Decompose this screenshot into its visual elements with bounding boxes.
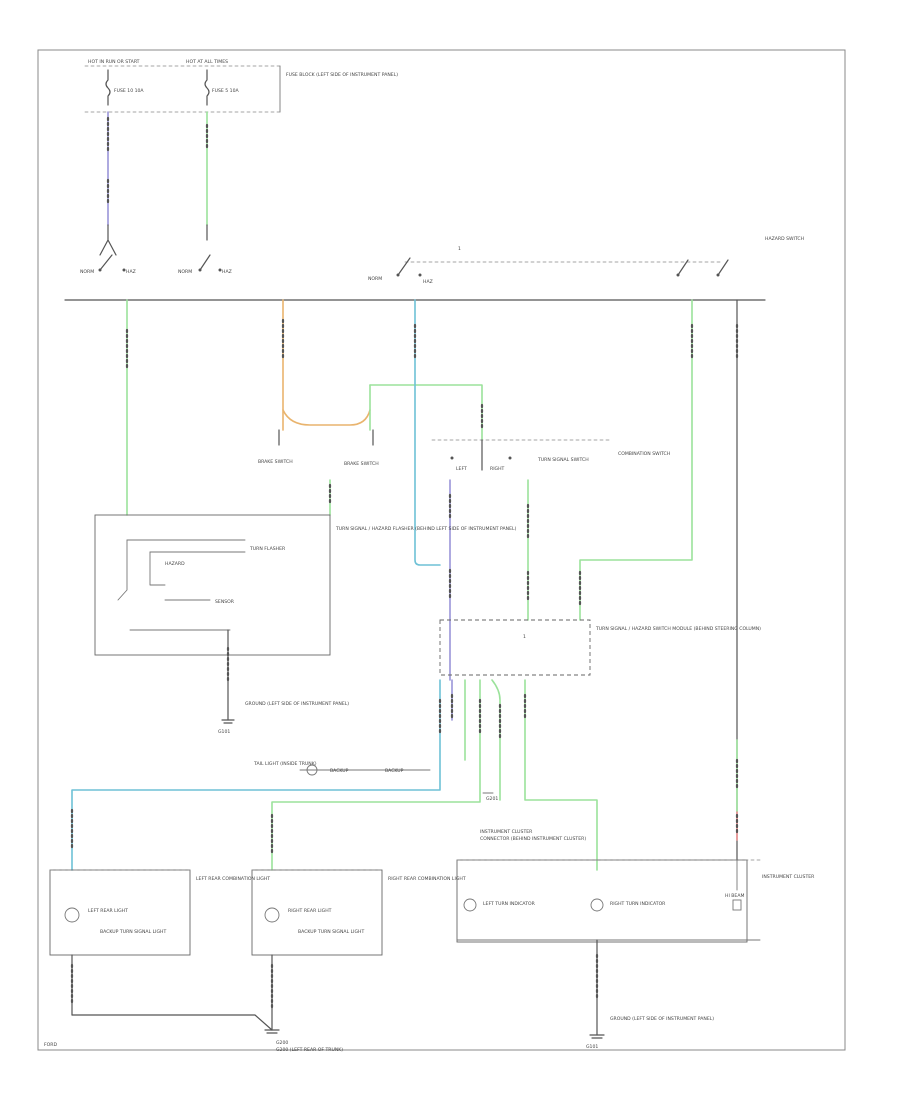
fuse-b-label: FUSE 5 10A <box>212 88 240 94</box>
left-turn-indicator-icon <box>463 898 477 912</box>
norm-1-label: NORM <box>80 269 94 275</box>
hazard-switch-label: HAZARD SWITCH <box>765 236 804 242</box>
bus-wires: BRAKE SWITCH BRAKE SWITCH <box>125 299 739 861</box>
flasher-box: TURN SIGNAL / HAZARD FLASHER (BEHIND LEF… <box>94 514 517 735</box>
left-rear-light: LEFT REAR COMBINATION LIGHT LEFT REAR LI… <box>49 869 273 1031</box>
flasher-inner-2: HAZARD <box>165 561 185 567</box>
switch-module: TURN SIGNAL / HAZARD SWITCH MODULE (BEHI… <box>439 619 761 676</box>
ground-4-label: GROUND (LEFT SIDE OF INSTRUMENT PANEL) <box>610 1016 714 1022</box>
instrument-cluster-label: INSTRUMENT CLUSTER <box>480 829 533 835</box>
norm-2-label: NORM <box>178 269 192 275</box>
haz-3-label: HAZ <box>423 279 433 285</box>
ground-3-label: G200 (LEFT REAR OF TRUNK) <box>276 1047 343 1053</box>
right-turn-indicator-icon <box>590 898 604 912</box>
right-rear-lamp-label: RIGHT REAR COMBINATION LIGHT <box>388 876 466 882</box>
haz-2-label: HAZ <box>222 269 232 275</box>
turn-signal-switch: LEFT RIGHT TURN SIGNAL SWITCH COMBINATIO… <box>431 439 670 681</box>
right-label: RIGHT <box>490 466 505 472</box>
fuse-block: HOT IN RUN OR START HOT AT ALL TIMES FUS… <box>84 59 398 113</box>
flasher-inner-3: SENSOR <box>215 599 235 605</box>
flasher-inner-1: TURN FLASHER <box>249 546 286 552</box>
left-rear-inner-label: LEFT REAR LIGHT <box>88 908 128 914</box>
right-rear-inner-label: RIGHT REAR LIGHT <box>288 908 332 914</box>
diagram-frame <box>37 49 846 1051</box>
norm-3-label: NORM <box>368 276 382 282</box>
hazard-switch: NORM HAZ NORM HAZ 1 NORM HAZ HAZARD SWIT… <box>64 224 804 301</box>
right-turn-ind-label: RIGHT TURN INDICATOR <box>610 901 666 907</box>
bulb-label-1: BACKUP <box>330 768 349 774</box>
brake-1-label: BRAKE SWITCH <box>258 459 293 465</box>
fuse-block-label: FUSE BLOCK (LEFT SIDE OF INSTRUMENT PANE… <box>286 72 398 78</box>
ground-2-label: G201 <box>486 796 498 802</box>
gang-marker: 1 <box>458 246 461 252</box>
g200-label: G200 <box>276 1040 288 1046</box>
left-label: LEFT <box>456 466 467 472</box>
combination-switch-label: COMBINATION SWITCH <box>618 451 670 457</box>
ground-1-label: GROUND (LEFT SIDE OF INSTRUMENT PANEL) <box>245 701 349 707</box>
tail-lamp-label: TAIL LIGHT (INSIDE TRUNK) <box>253 761 317 767</box>
left-turn-ind-label: LEFT TURN INDICATOR <box>483 901 536 907</box>
instrument-cluster: INSTRUMENT CLUSTER CONNECTOR (BEHIND INS… <box>456 829 815 1050</box>
fuse-a-label: FUSE 10 10A <box>114 88 144 94</box>
module-wires: TAIL LIGHT (INSIDE TRUNK) BACKUP BACKUP … <box>70 679 598 871</box>
module-mark: 1 <box>523 634 526 640</box>
g101b-label: G101 <box>586 1044 598 1050</box>
fuse-header-always: HOT AT ALL TIMES <box>186 59 228 65</box>
left-rear-lamp-label: LEFT REAR COMBINATION LIGHT <box>196 876 270 882</box>
right-rear-light: RIGHT REAR COMBINATION LIGHT RIGHT REAR … <box>251 869 466 1053</box>
haz-1-label: HAZ <box>126 269 136 275</box>
cluster-note-label: CONNECTOR (BEHIND INSTRUMENT CLUSTER) <box>480 836 586 842</box>
bulb-label-2: BACKUP <box>385 768 404 774</box>
right-rear-bulb-icon <box>264 907 280 923</box>
g101-label: G101 <box>218 729 230 735</box>
left-rear-sub-label: BACKUP TURN SIGNAL LIGHT <box>100 929 167 935</box>
left-rear-bulb-icon <box>64 907 80 923</box>
instrument-panel-label: INSTRUMENT CLUSTER <box>762 874 815 880</box>
right-rear-sub-label: BACKUP TURN SIGNAL LIGHT <box>298 929 365 935</box>
turn-switch-label: TURN SIGNAL SWITCH <box>537 457 589 463</box>
footer-label: FORD <box>44 1042 57 1048</box>
fuse-header-run: HOT IN RUN OR START <box>88 59 140 65</box>
fuse-wires <box>106 111 209 226</box>
brake-2-label: BRAKE SWITCH <box>344 461 379 467</box>
flasher-box-label: TURN SIGNAL / HAZARD FLASHER (BEHIND LEF… <box>335 526 517 532</box>
hi-beam-label: HI BEAM <box>725 893 744 899</box>
module-label: TURN SIGNAL / HAZARD SWITCH MODULE (BEHI… <box>595 626 761 632</box>
